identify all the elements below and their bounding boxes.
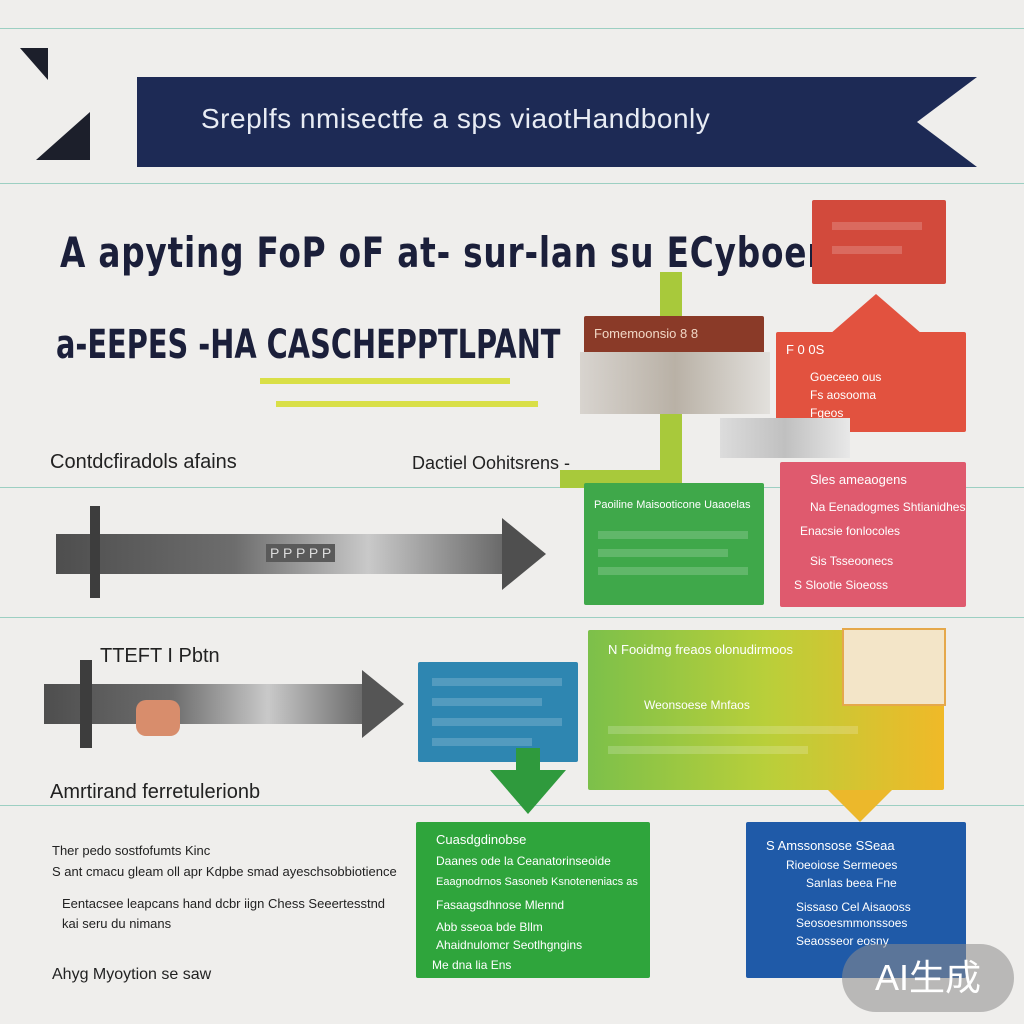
teal-card (418, 662, 578, 762)
divider-line (0, 183, 1024, 184)
green-card: Paoiline Maisooticone Uaaoelas (584, 483, 764, 605)
decorative-triangle (36, 112, 90, 160)
highlight-underline (276, 401, 538, 407)
title-banner: Sreplfs nmisectfe a sps viaotHandbonly (137, 77, 977, 167)
arrow-up (830, 294, 922, 334)
red-card (812, 200, 946, 284)
headline: A apyting FoP oF at- sur-lan su ECyboens (60, 228, 852, 277)
section-label: Contdcfiradols afains (50, 451, 237, 473)
section-label: TTEFT I Pbtn (100, 645, 220, 667)
chart-thumbnail (842, 628, 946, 706)
divider-line (0, 28, 1024, 29)
note-line: S ant cmacu gleam oll apr Kdpbe smad aye… (52, 864, 397, 879)
divider-line (0, 617, 1024, 618)
ai-generated-badge: AI生成 (842, 944, 1014, 1012)
section-label: Amrtirand ferretulerionb (50, 781, 261, 803)
note-line: kai seru du nimans (62, 916, 172, 931)
pink-card: Sles ameaogens Na Eenadogmes Shtianidhes… (780, 462, 966, 607)
diagram-graphic (580, 352, 770, 414)
divider-line (0, 487, 1024, 488)
process-arrow (44, 684, 364, 724)
banner-notch (917, 77, 977, 167)
highlight-underline (260, 378, 510, 384)
note-line: Ther pedo sostfofumts Kinc (52, 843, 211, 858)
subheadline: a-EEPES -HA CASCHEPPTLPANT (56, 322, 561, 368)
red-process-card: F 0 0S Goeceeo ous Fs aosooma Fgeos (776, 332, 966, 432)
yellow-green-card: N Fooidmg freaos olonudirmoos Weonsoese … (588, 630, 944, 790)
diagram-graphic (720, 418, 850, 458)
arrow-down (490, 770, 566, 814)
decorative-triangle (20, 48, 48, 80)
note-footer: Ahyg Myoytion se saw (52, 966, 212, 983)
arrow-post (90, 506, 100, 598)
figure-illustration (136, 700, 180, 736)
arrow-head (502, 518, 546, 590)
green-info-card: Cuasdgdinobse Daanes ode la Ceanatorinse… (416, 822, 650, 978)
banner-title: Sreplfs nmisectfe a sps viaotHandbonly (201, 103, 711, 134)
arrow-post (80, 660, 92, 748)
note-line: Eentacsee leapcans hand dcbr iign Chess … (62, 896, 386, 911)
arrow-down (828, 790, 892, 822)
arrow-label: P P P P P (266, 544, 336, 562)
connector-bar (516, 748, 540, 772)
section-label: Dactiel Oohitsrens - (412, 453, 571, 473)
arrow-head (362, 670, 404, 738)
